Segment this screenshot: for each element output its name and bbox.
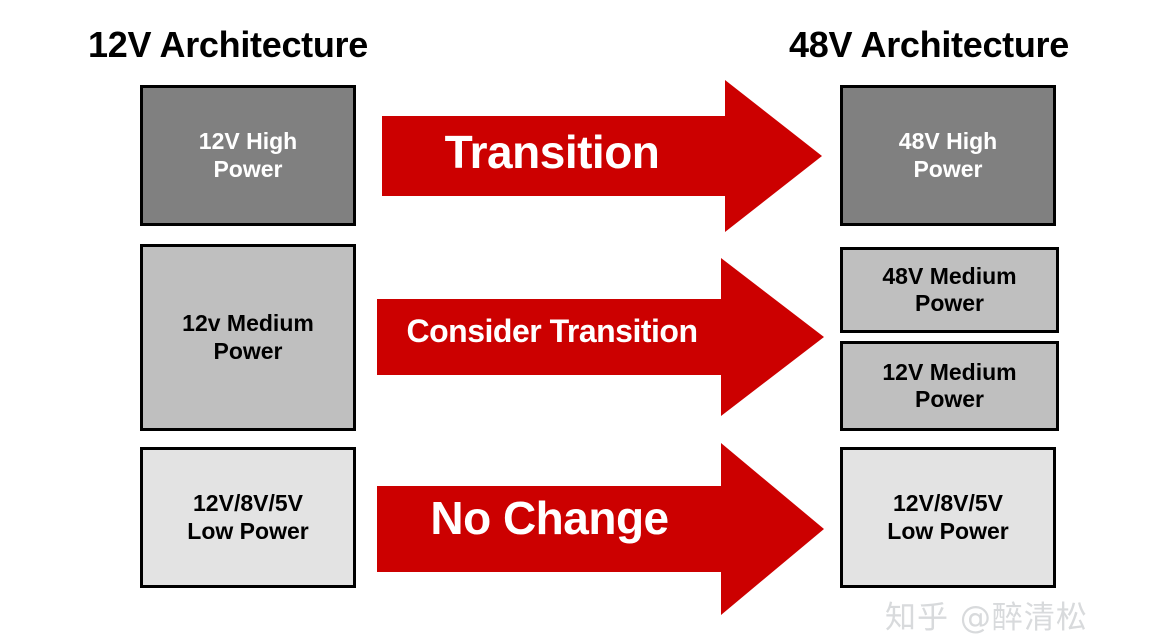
watermark: 知乎 @醉清松 bbox=[885, 600, 1088, 636]
box-12v-high-power-line1: 12V High bbox=[198, 128, 298, 155]
arrow-transition-shape bbox=[382, 80, 822, 232]
arrow-no-change bbox=[377, 443, 824, 615]
arrow-consider-transition-shape bbox=[377, 258, 824, 416]
box-48v-medium-power-line1: 48V Medium bbox=[882, 262, 1017, 289]
box-12v-medium-power-line1: 12v Medium bbox=[182, 310, 314, 337]
box-12v-low-power-right-line2: Low Power bbox=[887, 517, 1009, 544]
box-12v-medium-power-right: 12V Medium Power bbox=[840, 341, 1059, 431]
box-12v-medium-power-right-line2: Power bbox=[914, 386, 985, 412]
box-12v-medium-power: 12v Medium Power bbox=[140, 244, 356, 431]
box-12v-medium-power-right-line1: 12V Medium bbox=[882, 358, 1017, 385]
arrow-consider-transition-label: Consider Transition bbox=[406, 313, 698, 349]
box-12v-high-power: 12V High Power bbox=[140, 85, 356, 226]
arrow-consider-transition bbox=[377, 258, 824, 416]
arrow-no-change-shape bbox=[377, 443, 824, 615]
box-48v-high-power: 48V High Power bbox=[840, 85, 1056, 226]
box-48v-medium-power: 48V Medium Power bbox=[840, 247, 1059, 333]
box-12v-low-power: 12V/8V/5V Low Power bbox=[140, 447, 356, 588]
box-12v-low-power-line2: Low Power bbox=[187, 517, 309, 544]
box-48v-medium-power-line2: Power bbox=[914, 290, 985, 316]
box-48v-high-power-line1: 48V High bbox=[898, 128, 998, 155]
right-column-title: 48V Architecture bbox=[789, 24, 1069, 65]
arrow-transition-label: Transition bbox=[444, 126, 660, 178]
box-12v-high-power-line2: Power bbox=[213, 155, 283, 182]
arrow-no-change-label: No Change bbox=[430, 492, 669, 544]
box-12v-medium-power-line2: Power bbox=[213, 337, 283, 364]
box-12v-low-power-line1: 12V/8V/5V bbox=[193, 490, 303, 517]
box-48v-high-power-line2: Power bbox=[913, 155, 983, 182]
left-column-title: 12V Architecture bbox=[88, 24, 368, 65]
arrow-transition bbox=[382, 80, 822, 232]
box-12v-low-power-right-line1: 12V/8V/5V bbox=[893, 490, 1003, 517]
box-12v-low-power-right: 12V/8V/5V Low Power bbox=[840, 447, 1056, 588]
